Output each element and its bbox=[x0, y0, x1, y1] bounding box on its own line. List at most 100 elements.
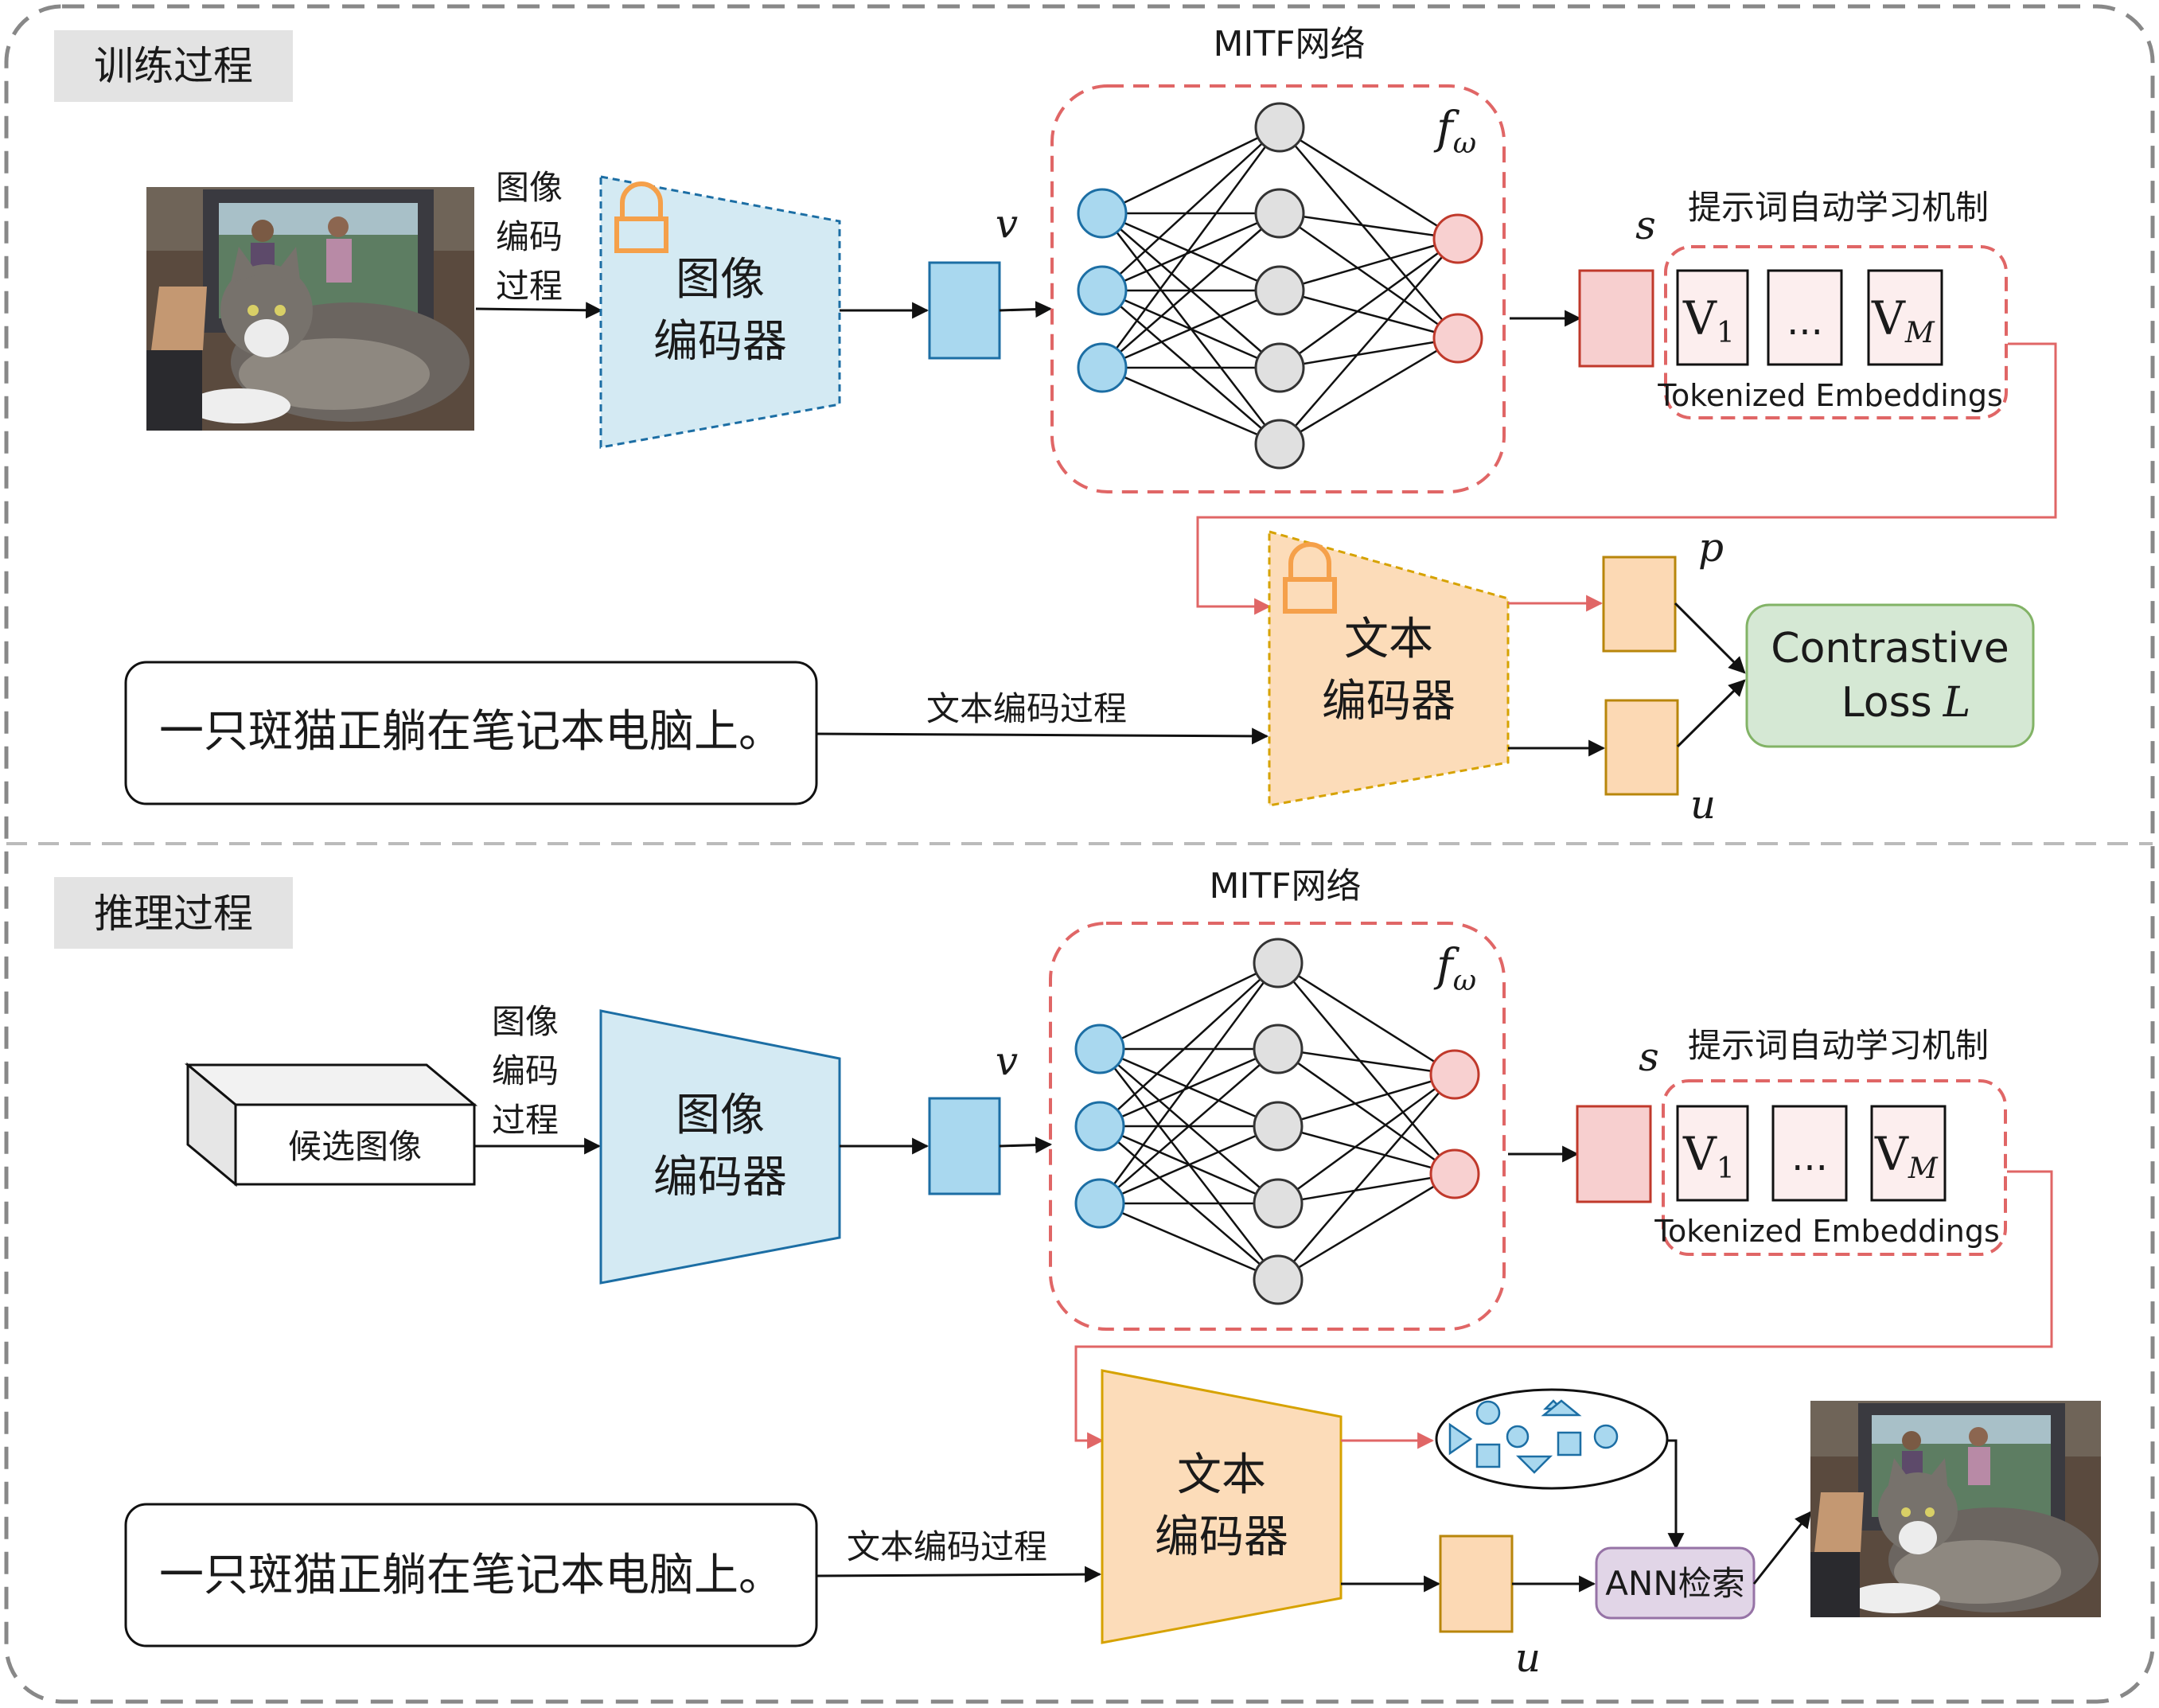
text-encoder-label-2: 编码器 bbox=[1155, 1511, 1288, 1563]
text-encoder-frozen bbox=[1268, 530, 1510, 807]
training-section-label-bg bbox=[54, 30, 293, 102]
hidden-node bbox=[1253, 1178, 1304, 1229]
f-omega-symbol: fω bbox=[1433, 940, 1476, 997]
hidden-node bbox=[1254, 102, 1305, 153]
output-node bbox=[1432, 213, 1483, 264]
inference-section: 推理过程 候选图像 图像 编码 过程 图像 编码器 v MITF网络 fω bbox=[54, 866, 2101, 1681]
photo-to-encoder-arrow bbox=[475, 302, 603, 319]
image-encode-process-label-1: 图像 bbox=[492, 1002, 559, 1041]
s-feature-box bbox=[1578, 269, 1654, 368]
inference-section-label-bg bbox=[54, 877, 293, 949]
input-node bbox=[1074, 1178, 1125, 1229]
token-dots-label: ... bbox=[1791, 1135, 1828, 1180]
retrieved-cat-photo-icon bbox=[1810, 1401, 2101, 1617]
image-encoder-label-1: 图像 bbox=[676, 254, 765, 306]
mitf-output-nodes bbox=[1429, 1049, 1480, 1199]
s-feature-box bbox=[1576, 1105, 1652, 1203]
s-symbol: s bbox=[1635, 202, 1656, 248]
output-node bbox=[1429, 1148, 1480, 1199]
p-to-loss-arrow bbox=[1674, 602, 1746, 674]
token-v1-label: V1 bbox=[1682, 291, 1735, 349]
v-to-mitf-arrow bbox=[999, 301, 1053, 318]
v-to-mitf-arrow bbox=[999, 1137, 1053, 1154]
hidden-node bbox=[1253, 938, 1304, 989]
v-feature-box bbox=[928, 1097, 1001, 1195]
mitf-title: MITF网络 bbox=[1213, 24, 1365, 64]
lock-icon bbox=[1283, 542, 1337, 614]
u-to-loss-arrow bbox=[1676, 679, 1746, 748]
token-dots-label: ... bbox=[1787, 299, 1823, 344]
hidden-node bbox=[1253, 1101, 1304, 1152]
sentence-to-text-encoder-arrow bbox=[816, 1566, 1102, 1583]
outer-frame bbox=[4, 4, 2155, 1704]
tokenized-embeddings-label: Tokenized Embeddings bbox=[1657, 378, 2003, 413]
hidden-node bbox=[1253, 1024, 1304, 1074]
hidden-node bbox=[1254, 188, 1305, 239]
hidden-node bbox=[1254, 342, 1305, 393]
token-v1-box bbox=[1676, 1105, 1749, 1202]
image-encoder-label-1: 图像 bbox=[676, 1090, 765, 1141]
output-node bbox=[1429, 1049, 1480, 1100]
hidden-node bbox=[1253, 1254, 1304, 1305]
image-encoder bbox=[599, 1009, 841, 1285]
query-sentence: 一只斑猫正躺在笔记本电脑上。 bbox=[159, 1550, 783, 1601]
text-encoder-label-2: 编码器 bbox=[1322, 676, 1456, 727]
hidden-node bbox=[1254, 419, 1305, 470]
mitf-network-frame bbox=[1049, 922, 1506, 1331]
lock-icon bbox=[614, 181, 668, 253]
query-sentence-box bbox=[124, 661, 818, 805]
sentence-to-text-encoder-arrow bbox=[816, 727, 1269, 745]
mitf-title: MITF网络 bbox=[1209, 866, 1361, 907]
image-encoder-label-2: 编码器 bbox=[653, 1152, 787, 1203]
prompt-to-text-encoder-line bbox=[1074, 1170, 2053, 1449]
ann-to-result-arrow bbox=[1752, 1511, 1812, 1585]
inference-section-label: 推理过程 bbox=[94, 891, 253, 937]
v-feature-box bbox=[928, 261, 1001, 360]
input-node bbox=[1077, 188, 1128, 239]
mitf-connections bbox=[1098, 961, 1456, 1281]
prompt-embeddings-frame bbox=[1662, 1079, 2007, 1256]
cat-photo-icon bbox=[146, 187, 474, 431]
u-feature-box bbox=[1604, 699, 1679, 796]
mitf-input-nodes bbox=[1074, 1024, 1125, 1229]
prompt-to-text-encoder-line bbox=[1196, 342, 2057, 615]
u-symbol: u bbox=[1515, 1635, 1541, 1681]
p-feature-box bbox=[1602, 556, 1677, 653]
u-symbol: u bbox=[1690, 782, 1716, 828]
prompt-mechanism-title: 提示词自动学习机制 bbox=[1688, 188, 1989, 227]
tokenized-embeddings-label: Tokenized Embeddings bbox=[1654, 1214, 2000, 1249]
mitf-network-frame bbox=[1050, 84, 1506, 493]
token-vm-label: VM bbox=[1874, 1127, 1939, 1185]
input-node bbox=[1077, 342, 1128, 393]
query-sentence: 一只斑猫正躺在笔记本电脑上。 bbox=[159, 706, 783, 758]
training-section: 训练过程 图像 编码 过程 bbox=[54, 24, 2057, 828]
ann-retrieval-label: ANN检索 bbox=[1605, 1564, 1745, 1603]
p-symbol: p bbox=[1698, 524, 1724, 571]
image-encode-process-label-3: 过程 bbox=[492, 1101, 559, 1140]
image-encode-process-label-3: 过程 bbox=[496, 267, 563, 306]
token-vm-label: VM bbox=[1871, 291, 1935, 349]
text-encoder bbox=[1101, 1369, 1343, 1644]
image-encode-process-label-1: 图像 bbox=[496, 168, 563, 207]
input-node bbox=[1074, 1101, 1125, 1152]
mitf-hidden-nodes bbox=[1253, 938, 1304, 1305]
hidden-node bbox=[1254, 265, 1305, 316]
mitf-connections bbox=[1101, 126, 1459, 446]
mitf-output-nodes bbox=[1432, 213, 1483, 364]
shapes-to-ann-arrow bbox=[1667, 1439, 1685, 1550]
candidate-images-label: 候选图像 bbox=[288, 1127, 422, 1166]
image-encode-process-label-2: 编码 bbox=[496, 217, 563, 256]
f-omega-symbol: fω bbox=[1433, 103, 1476, 160]
v-symbol: v bbox=[996, 1038, 1018, 1084]
contrastive-loss-label-1: Contrastive bbox=[1771, 625, 2009, 673]
s-symbol: s bbox=[1639, 1034, 1659, 1080]
image-encoder-frozen bbox=[599, 175, 841, 449]
prompt-embeddings-frame bbox=[1664, 245, 2008, 419]
prompt-mechanism-title: 提示词自动学习机制 bbox=[1688, 1026, 1989, 1065]
token-dots-box bbox=[1767, 269, 1843, 366]
u-feature-box bbox=[1439, 1534, 1514, 1633]
v-symbol: v bbox=[996, 201, 1018, 247]
mitf-input-nodes bbox=[1077, 188, 1128, 393]
mitf-hidden-nodes bbox=[1254, 102, 1305, 470]
